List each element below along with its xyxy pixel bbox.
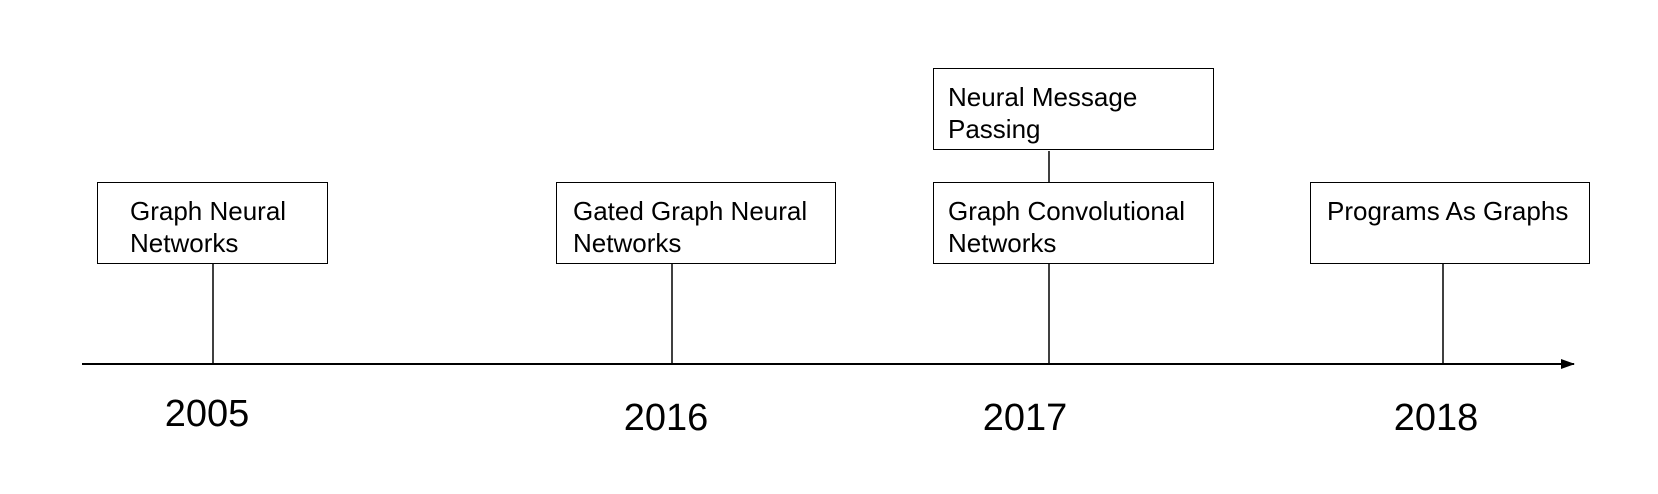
year-label-2018: 2018 bbox=[1393, 397, 1479, 439]
event-box-gated-graph-neural-networks: Gated Graph Neural Networks bbox=[556, 182, 836, 264]
year-label-2005: 2005 bbox=[164, 393, 250, 435]
event-box-neural-message-passing: Neural Message Passing bbox=[933, 68, 1214, 150]
event-box-programs-as-graphs: Programs As Graphs bbox=[1310, 182, 1590, 264]
year-label-2017: 2017 bbox=[982, 397, 1068, 439]
event-box-graph-convolutional-networks: Graph Convolutional Networks bbox=[933, 182, 1214, 264]
event-box-graph-neural-networks: Graph Neural Networks bbox=[97, 182, 328, 264]
year-label-2016: 2016 bbox=[623, 397, 709, 439]
